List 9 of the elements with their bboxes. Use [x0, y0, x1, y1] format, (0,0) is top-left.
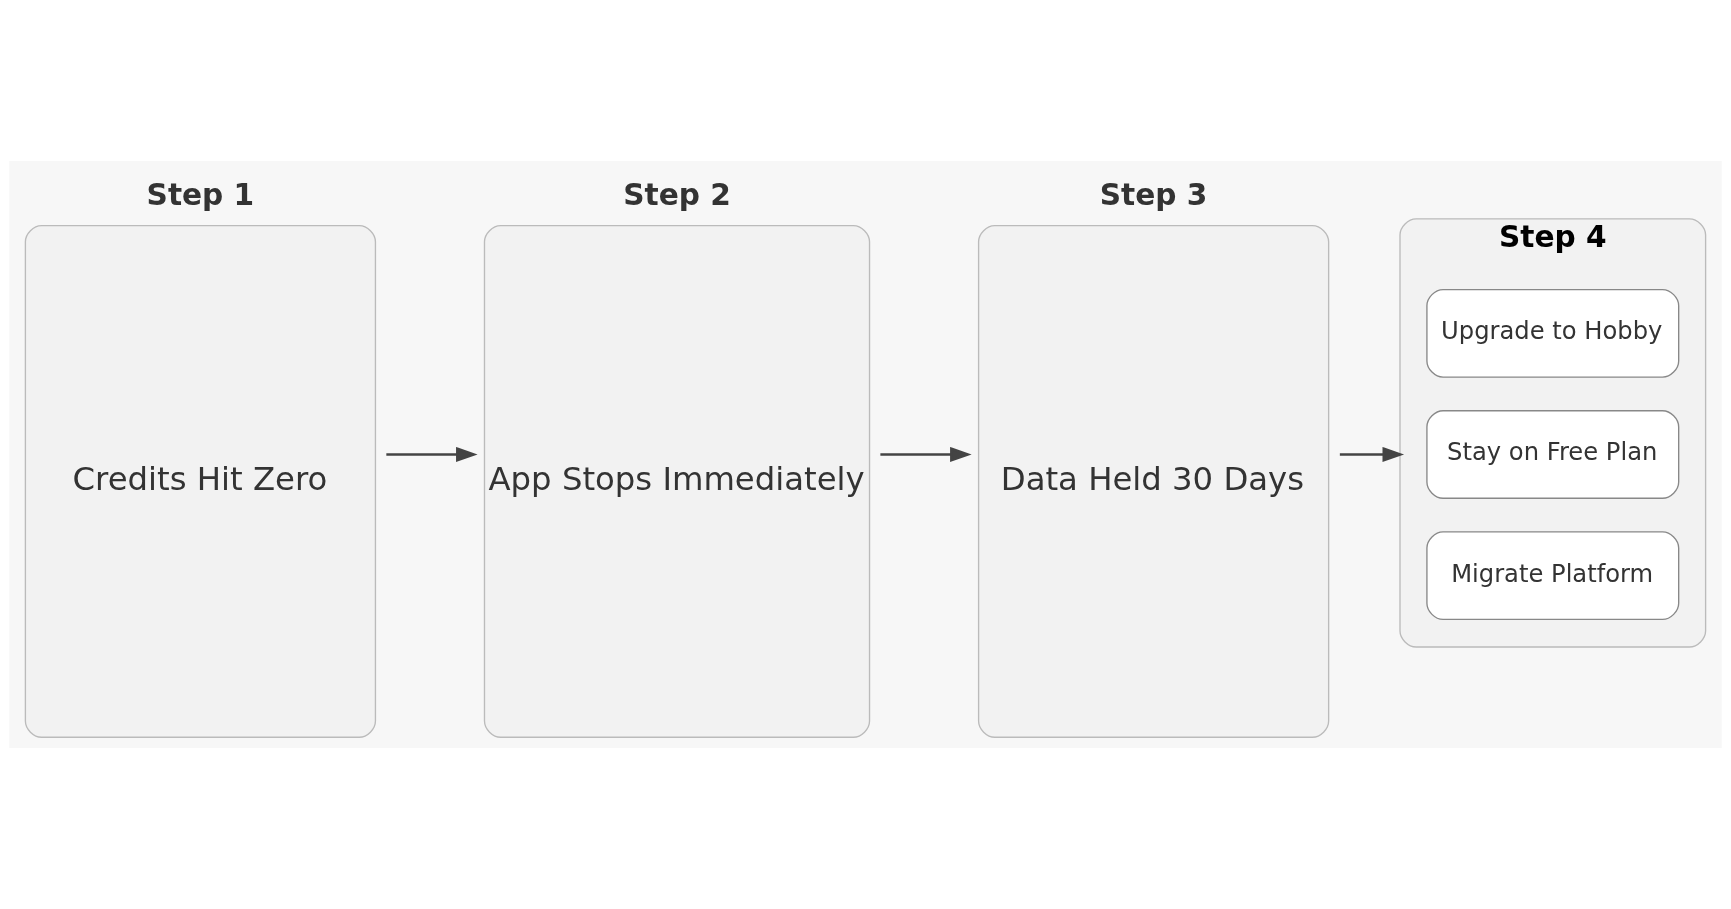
node-label: Step 3	[1099, 177, 1208, 212]
arrow	[386, 446, 478, 463]
node-box: Stay on Free Plan	[1426, 410, 1680, 499]
arrow	[1339, 446, 1405, 463]
node-label: Step 1	[146, 177, 255, 212]
arrow	[880, 446, 972, 463]
node-label: Step 2	[623, 177, 731, 212]
node-box: Upgrade to Hobby	[1426, 288, 1680, 378]
node-box: Migrate Platform	[1426, 531, 1680, 621]
